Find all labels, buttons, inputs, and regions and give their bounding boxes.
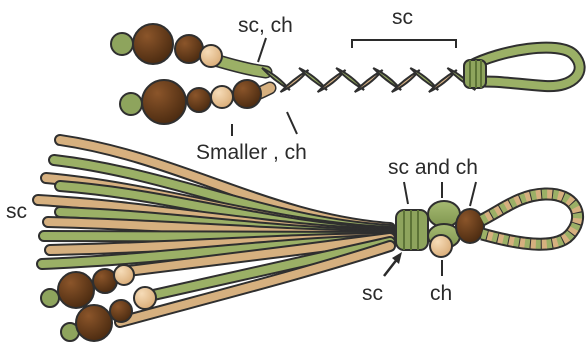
bead-light: [114, 265, 134, 285]
bead-green-small: [111, 33, 133, 55]
label-sc-and-ch: sc and ch: [388, 156, 478, 179]
top-beads-lower: [120, 80, 261, 124]
bead-green-small: [41, 289, 59, 307]
bead-light: [430, 235, 452, 257]
bead-light: [200, 45, 222, 67]
bracket-sc-top: [352, 40, 456, 48]
top-braided-cord: [215, 48, 580, 95]
bead-light: [134, 287, 156, 309]
label-smaller-ch: Smaller , ch: [196, 141, 307, 164]
top-wrap: [464, 60, 486, 88]
top-braid: [262, 68, 475, 92]
tassel-head: [396, 194, 578, 257]
bead-light: [211, 86, 233, 108]
bead-brown-medium: [175, 35, 203, 63]
label-sc-bottom: sc: [362, 282, 383, 305]
bead-brown-large: [133, 24, 173, 64]
label-sc-top: sc: [392, 6, 413, 29]
label-ch-bottom: ch: [430, 282, 452, 305]
label-sc-left: sc: [6, 200, 27, 223]
top-beads-upper: [111, 24, 222, 67]
label-sc-ch-top: sc, ch: [238, 14, 293, 37]
bead-brown-medium: [187, 88, 211, 112]
bead-brown-large: [76, 305, 112, 341]
bead-brown-large: [142, 80, 186, 124]
bead-brown-medium: [233, 80, 261, 108]
bead-brown-large: [58, 272, 94, 308]
bead-brown-medium: [110, 300, 132, 322]
bead-green-small: [120, 93, 142, 115]
